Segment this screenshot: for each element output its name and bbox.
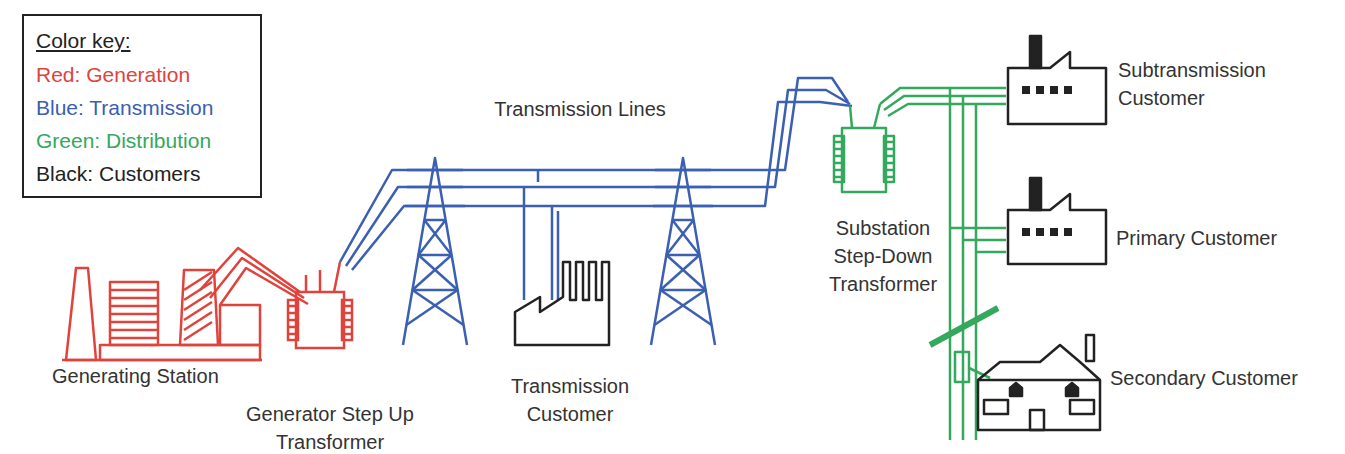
component-label: Transmission Customer	[470, 372, 670, 428]
transmission-customer-factory	[515, 262, 609, 345]
component-label: Subtransmission Customer	[1118, 56, 1293, 112]
component-label: Generating Station	[52, 362, 282, 390]
legend-entry: Red: Generation	[36, 60, 190, 90]
generating-station-drawing	[62, 248, 308, 360]
component-label: Primary Customer	[1116, 224, 1336, 252]
step-up-transformer-drawing	[288, 262, 352, 348]
legend-entry: Black: Customers	[36, 159, 201, 189]
component-label: Substation Step-Down Transformer	[818, 214, 948, 298]
transmission-lines-drawing	[340, 78, 852, 345]
legend-entry: Blue: Transmission	[36, 93, 213, 123]
component-label: Secondary Customer	[1110, 364, 1340, 392]
component-label: Generator Step Up Transformer	[225, 400, 435, 454]
color-key-box: Color key: Red: GenerationBlue: Transmiss…	[22, 14, 262, 198]
component-label: Transmission Lines	[470, 95, 690, 123]
legend-heading: Color key:	[36, 26, 131, 56]
legend-entry: Green: Distribution	[36, 126, 211, 156]
customer-buildings	[978, 36, 1106, 430]
